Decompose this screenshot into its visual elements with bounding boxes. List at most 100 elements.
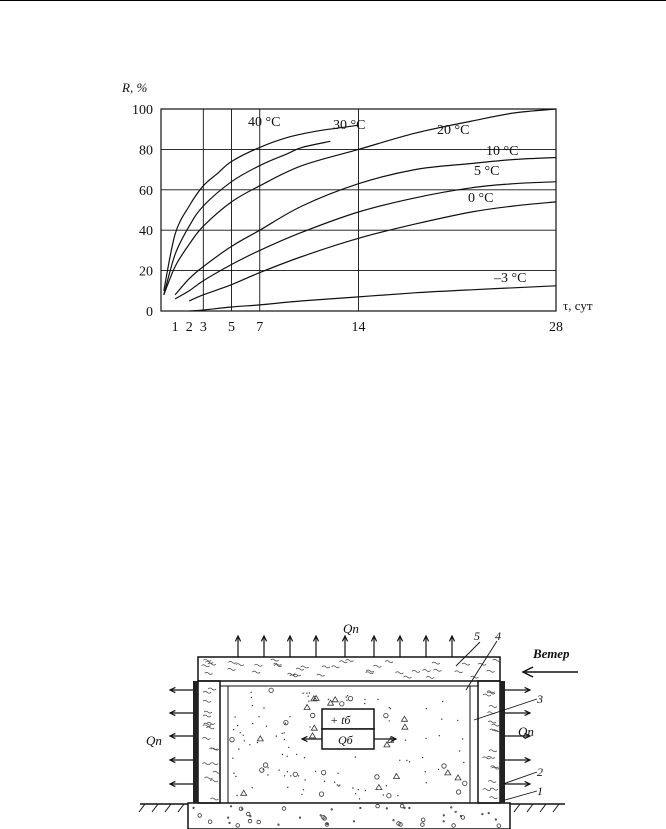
insulation-texture bbox=[492, 658, 501, 662]
insulation-texture bbox=[203, 722, 212, 726]
concrete-dot bbox=[313, 698, 316, 700]
callout-1: 1 bbox=[537, 784, 543, 798]
insulation-texture bbox=[209, 747, 218, 751]
insulation-texture bbox=[345, 659, 354, 662]
concrete-dot bbox=[346, 695, 349, 697]
concrete-pebble bbox=[462, 780, 468, 786]
insulation-texture bbox=[486, 691, 496, 695]
concrete-dot bbox=[281, 753, 284, 756]
concrete-stone bbox=[331, 696, 339, 703]
slab-texture bbox=[230, 805, 233, 808]
concrete-dot bbox=[354, 756, 357, 758]
concrete-dot bbox=[250, 696, 253, 699]
concrete-dot bbox=[278, 769, 280, 771]
insulation-texture bbox=[411, 670, 421, 673]
concrete-dot bbox=[262, 768, 265, 771]
inner-formwork-top bbox=[219, 680, 479, 687]
x-tick-label: 7 bbox=[256, 320, 263, 335]
slab-texture bbox=[392, 819, 395, 822]
concrete-dot bbox=[265, 725, 268, 727]
slab-texture bbox=[330, 808, 333, 811]
concrete-stone bbox=[310, 695, 318, 702]
center-heat-arrows bbox=[300, 735, 398, 743]
concrete-dot bbox=[284, 722, 287, 724]
wind-label: Ветер bbox=[532, 646, 570, 661]
concrete-dot bbox=[252, 722, 254, 725]
concrete-dot bbox=[251, 787, 253, 789]
insulation-texture bbox=[489, 796, 498, 799]
arrow-head bbox=[448, 634, 456, 642]
slab-texture bbox=[385, 807, 388, 810]
insulation-texture bbox=[373, 664, 382, 668]
insulation-texture bbox=[201, 664, 210, 668]
series-label-2: 20 °С bbox=[437, 123, 469, 138]
concrete-dot bbox=[234, 716, 236, 718]
insulation-texture bbox=[202, 762, 211, 766]
concrete-dot bbox=[364, 702, 366, 705]
q-top-label: Qп bbox=[343, 621, 359, 636]
insulation-texture bbox=[339, 660, 348, 664]
concrete-dot bbox=[249, 744, 251, 746]
arrow-head bbox=[286, 634, 294, 642]
concrete-pebble bbox=[262, 762, 269, 768]
slab-texture bbox=[321, 815, 326, 820]
insulation-texture bbox=[292, 673, 302, 677]
arrow-head bbox=[168, 686, 176, 694]
series-line-3 bbox=[174, 156, 557, 296]
concrete-dot bbox=[256, 741, 259, 744]
y-tick-label: 100 bbox=[132, 103, 153, 118]
callout-2: 2 bbox=[537, 765, 543, 779]
slab-texture bbox=[246, 811, 251, 817]
slab-texture bbox=[496, 823, 501, 828]
insulation-texture bbox=[273, 664, 283, 667]
concrete-dot bbox=[339, 784, 341, 786]
concrete-stone bbox=[392, 772, 401, 779]
insulation-texture bbox=[487, 780, 497, 783]
concrete-dot bbox=[238, 748, 240, 750]
slab-texture bbox=[281, 806, 287, 811]
concrete-dot bbox=[286, 771, 289, 773]
q-right-label: Qп bbox=[518, 724, 534, 739]
slab-texture bbox=[396, 821, 401, 826]
concrete-dot bbox=[314, 770, 317, 773]
insulation-texture bbox=[403, 675, 412, 679]
insulation-texture bbox=[491, 766, 500, 770]
concrete-dot bbox=[243, 740, 245, 742]
concrete-dot bbox=[251, 704, 254, 707]
arrow-head bbox=[524, 756, 532, 764]
insulation-texture bbox=[204, 776, 213, 780]
slab-texture bbox=[235, 823, 240, 828]
arrow-head bbox=[524, 732, 532, 740]
concrete-pebble bbox=[320, 769, 327, 776]
insulation-texture bbox=[207, 687, 217, 691]
insulation-texture bbox=[331, 665, 340, 669]
arrow-head bbox=[422, 634, 430, 642]
concrete-dot bbox=[327, 698, 330, 701]
slab-texture bbox=[322, 816, 327, 821]
series-label-5: 0 °С bbox=[468, 191, 493, 206]
insulation-texture bbox=[461, 662, 471, 666]
concrete-pebble bbox=[318, 791, 325, 797]
series-label-0: 40 °С bbox=[248, 115, 280, 130]
concrete-dot bbox=[388, 706, 390, 709]
insulation-texture bbox=[365, 669, 375, 673]
concrete-dot bbox=[425, 707, 427, 710]
insulation-texture bbox=[482, 788, 492, 791]
page-top-rule bbox=[0, 0, 666, 1]
concrete-pebble bbox=[455, 789, 462, 795]
y-tick-label: 20 bbox=[139, 265, 153, 280]
concrete-dot bbox=[307, 695, 309, 697]
slab-texture bbox=[481, 812, 484, 816]
insulation-texture bbox=[433, 668, 442, 672]
insulation-texture bbox=[207, 662, 217, 666]
insulation-texture bbox=[206, 726, 215, 730]
slab-texture bbox=[421, 817, 426, 822]
slab-texture bbox=[494, 818, 497, 821]
concrete-dot bbox=[301, 793, 303, 796]
concrete-pebble bbox=[339, 701, 345, 707]
slab-texture bbox=[207, 819, 213, 824]
insulation-texture bbox=[431, 661, 441, 665]
